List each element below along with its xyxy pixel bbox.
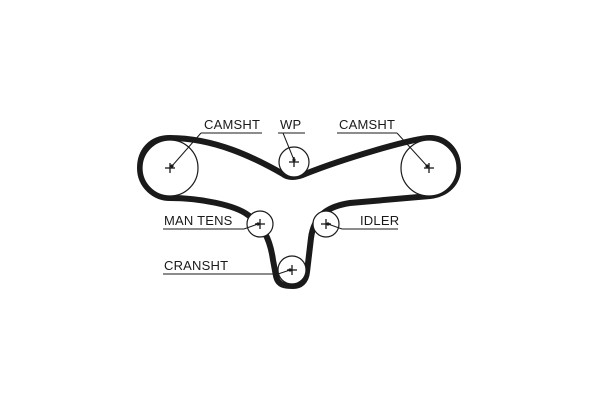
water-pump-label: WP xyxy=(280,117,301,132)
idler-leader xyxy=(326,222,398,230)
idler-pulley xyxy=(312,210,340,238)
crankshaft-leader xyxy=(163,268,292,275)
camshaft-right-label: CAMSHT xyxy=(339,117,395,132)
manual-tensioner-leader xyxy=(163,222,260,230)
camshaft-right-leader xyxy=(337,132,429,168)
manual-tensioner-label: MAN TENS xyxy=(164,213,233,228)
camshaft-left-pulley xyxy=(141,139,199,197)
camshaft-left-leader xyxy=(170,132,262,168)
manual-tensioner-pulley xyxy=(246,210,274,238)
idler-label: IDLER xyxy=(360,213,399,228)
crankshaft-pulley xyxy=(277,255,307,285)
camshaft-left-label: CAMSHT xyxy=(204,117,260,132)
crankshaft-label: CRANSHT xyxy=(164,258,228,273)
water-pump-leader xyxy=(278,132,305,162)
camshaft-right-pulley xyxy=(400,139,458,197)
water-pump-pulley xyxy=(278,146,310,178)
